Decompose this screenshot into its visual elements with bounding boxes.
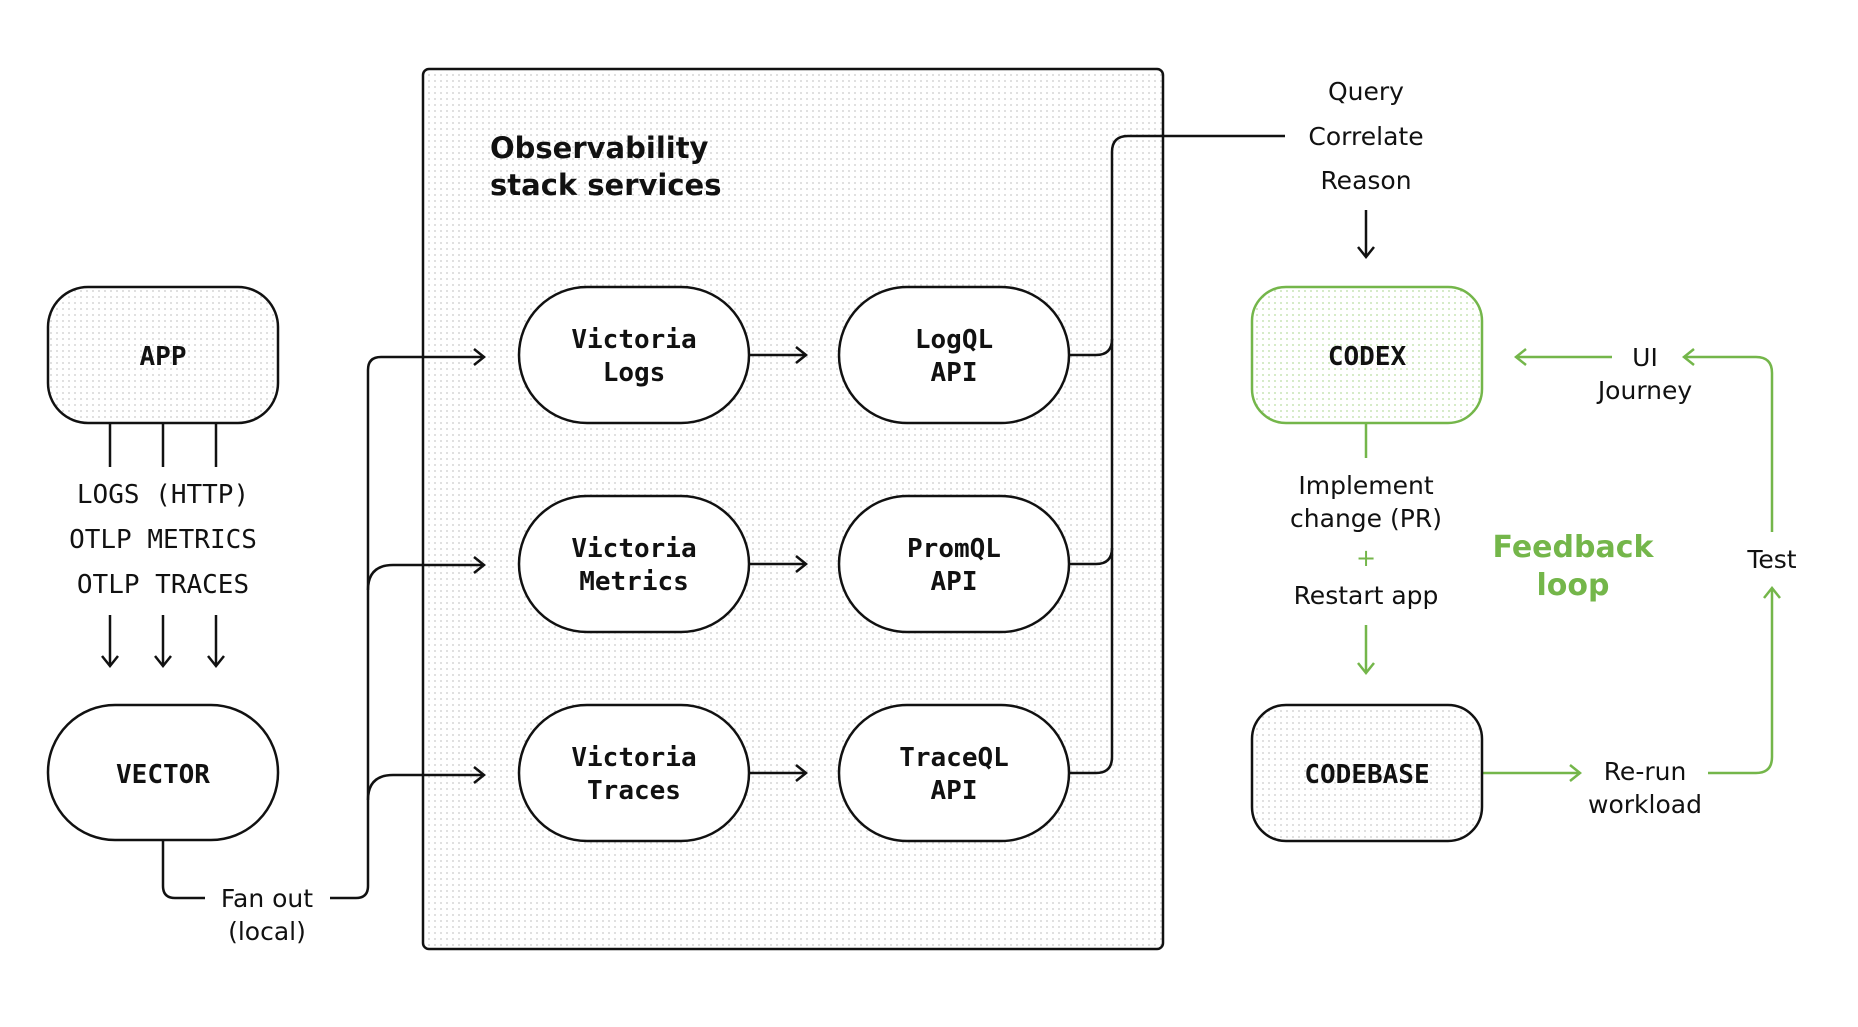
signal-logs-http: LOGS (HTTP) [77,480,249,510]
feedback-loop-lines [1357,348,1781,782]
restart-app-label: Restart app [1294,581,1439,610]
victoria-logs-label-line-2: Logs [603,358,666,388]
traceql-api-label-line-2: API [931,776,978,806]
api-bus-connector [1069,134,1285,775]
fan-out-label-line-2: (local) [228,917,306,946]
plus-sign: + [1356,544,1376,572]
fan-out-connector [161,348,487,900]
codex-node: CODEX [1250,285,1484,425]
vector-label: VECTOR [116,760,210,790]
promql-api-label-line-1: PromQL [907,534,1001,564]
victoria-metrics-node: Victoria Metrics [517,494,751,634]
stack-title-line-2: stack services [490,168,721,202]
test-label: Test [1746,545,1796,574]
rerun-label-line-1: Re-run [1604,757,1687,786]
codex-label: CODEX [1328,342,1407,372]
codebase-label: CODEBASE [1304,760,1429,790]
victoria-metrics-label-line-2: Metrics [579,567,689,597]
logql-api-label-line-2: API [931,358,978,388]
rerun-label-line-2: workload [1588,790,1702,819]
codebase-node: CODEBASE [1250,703,1484,843]
victoria-traces-label-line-1: Victoria [571,743,696,773]
promql-api-label-line-2: API [931,567,978,597]
app-label: APP [140,342,187,372]
logql-api-node: LogQL API [837,285,1071,425]
ui-journey-label-line-1: UI [1632,343,1658,372]
reason-to-codex-arrow [1357,210,1375,260]
victoria-traces-label-line-2: Traces [587,776,681,806]
action-reason: Reason [1320,166,1411,195]
feedback-loop-label-line-2: loop [1537,568,1610,603]
implement-label-line-1: Implement [1298,471,1434,500]
app-output-lines [108,423,218,467]
victoria-traces-node: Victoria Traces [517,703,751,843]
promql-api-node: PromQL API [837,494,1071,634]
signal-otlp-metrics: OTLP METRICS [69,525,257,555]
traceql-api-node: TraceQL API [837,703,1071,843]
ui-journey-label-line-2: Journey [1596,376,1693,405]
app-node: APP [46,285,280,425]
action-query: Query [1328,77,1404,106]
action-correlate: Correlate [1308,122,1423,151]
signal-otlp-traces: OTLP TRACES [77,570,249,600]
victoria-to-api-arrows [749,346,809,782]
victoria-logs-label-line-1: Victoria [571,325,696,355]
fan-out-label-line-1: Fan out [221,884,313,913]
signal-arrows [101,615,225,669]
logql-api-label-line-1: LogQL [915,325,993,355]
victoria-metrics-label-line-1: Victoria [571,534,696,564]
stack-title-line-1: Observability [490,131,709,165]
victoria-logs-node: Victoria Logs [517,285,751,425]
vector-node: VECTOR [46,703,280,842]
implement-label-line-2: change (PR) [1290,504,1442,533]
feedback-loop-label-line-1: Feedback [1493,530,1655,565]
traceql-api-label-line-1: TraceQL [899,743,1009,773]
